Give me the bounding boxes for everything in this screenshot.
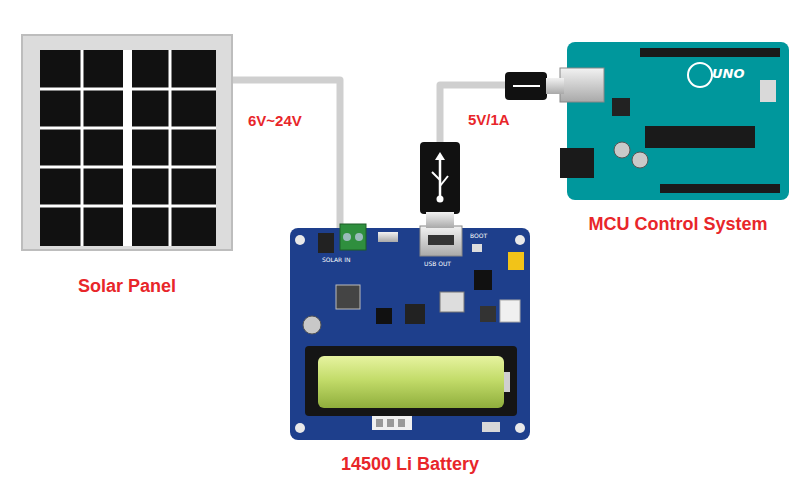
silkscreen-label: USB OUT	[424, 260, 451, 267]
arduino-illustration	[560, 42, 789, 200]
node-caption: MCU Control System	[507, 214, 811, 235]
node-caption: 14500 Li Battery	[230, 454, 590, 475]
solar-panel-illustration	[22, 35, 232, 250]
cable	[232, 80, 340, 228]
silkscreen-label: BOOT	[470, 232, 487, 239]
usb-plug	[420, 142, 460, 228]
solar-panel: Solar Panel	[22, 35, 232, 250]
micro-usb-plug	[505, 72, 564, 100]
silkscreen-label: SOLAR IN	[322, 256, 350, 263]
mcu-board: MCU Control System	[567, 42, 789, 200]
voltage-label: 6V~24V	[248, 112, 302, 129]
solar-power-board-illustration	[290, 224, 530, 440]
voltage-label: 5V/1A	[468, 111, 510, 128]
node-caption: Solar Panel	[0, 276, 292, 297]
silkscreen-label: UNO	[712, 66, 745, 81]
